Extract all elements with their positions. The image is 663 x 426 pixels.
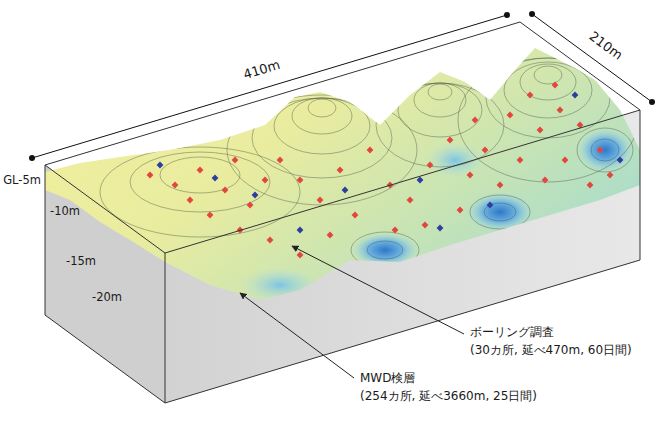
depth-label: -20m bbox=[92, 291, 122, 305]
box-outline bbox=[45, 22, 640, 403]
terrain-surface bbox=[40, 40, 650, 310]
callout-title: MWD検層 bbox=[360, 371, 415, 385]
dimension-dot bbox=[29, 11, 655, 161]
depth-label: GL-5m bbox=[3, 174, 41, 188]
callout-detail: (30カ所, 延べ470m, 60日間) bbox=[470, 343, 632, 357]
depth-label: -10m bbox=[50, 205, 80, 219]
dimension-label: 210m bbox=[586, 29, 625, 64]
callout-detail: (254カ所, 延べ3660m, 25日間) bbox=[360, 389, 537, 403]
leader-line bbox=[240, 246, 464, 378]
callout-title: ボーリング調査 bbox=[470, 325, 554, 339]
depth-label: -15m bbox=[66, 255, 96, 269]
survey-points bbox=[147, 82, 624, 259]
dimension-label: 410m bbox=[242, 57, 282, 83]
dimension-line bbox=[32, 14, 652, 158]
